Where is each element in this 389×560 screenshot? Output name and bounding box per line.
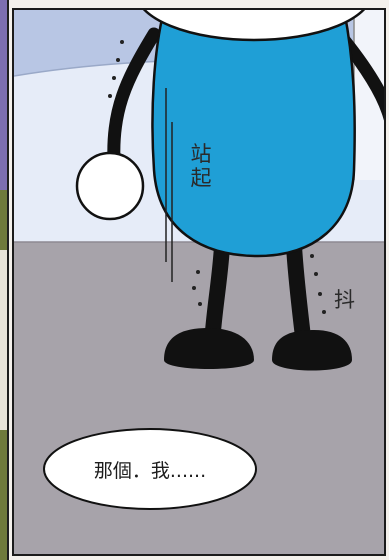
shake-dot xyxy=(322,310,326,314)
left-arm xyxy=(107,27,161,167)
sfx-stand-up: 站 起 xyxy=(189,142,213,190)
adjacent-panel-edge xyxy=(0,0,9,560)
shake-dot xyxy=(112,76,116,80)
comic-scene xyxy=(14,10,384,554)
shake-dot xyxy=(192,286,196,290)
left-foot xyxy=(164,328,254,369)
left-hand xyxy=(75,151,145,221)
right-foot xyxy=(272,330,352,371)
sfx-stand-up-char: 起 xyxy=(190,166,212,190)
speech-bubble-shape xyxy=(43,428,257,510)
shake-dot xyxy=(198,302,202,306)
shake-dot xyxy=(310,254,314,258)
comic-panel: 站 起 抖 那個．我...... xyxy=(12,8,386,556)
shake-dot xyxy=(196,270,200,274)
shake-dot xyxy=(314,272,318,276)
shake-dot xyxy=(108,94,112,98)
shake-dot xyxy=(318,292,322,296)
shake-dot xyxy=(116,58,120,62)
sfx-stand-up-char: 站 xyxy=(190,142,212,166)
speech-bubble-text: 那個．我...... xyxy=(93,459,207,482)
character-body xyxy=(151,10,356,258)
shake-dot xyxy=(120,40,124,44)
character-head xyxy=(142,10,366,42)
sfx-shake: 抖 xyxy=(334,288,355,312)
